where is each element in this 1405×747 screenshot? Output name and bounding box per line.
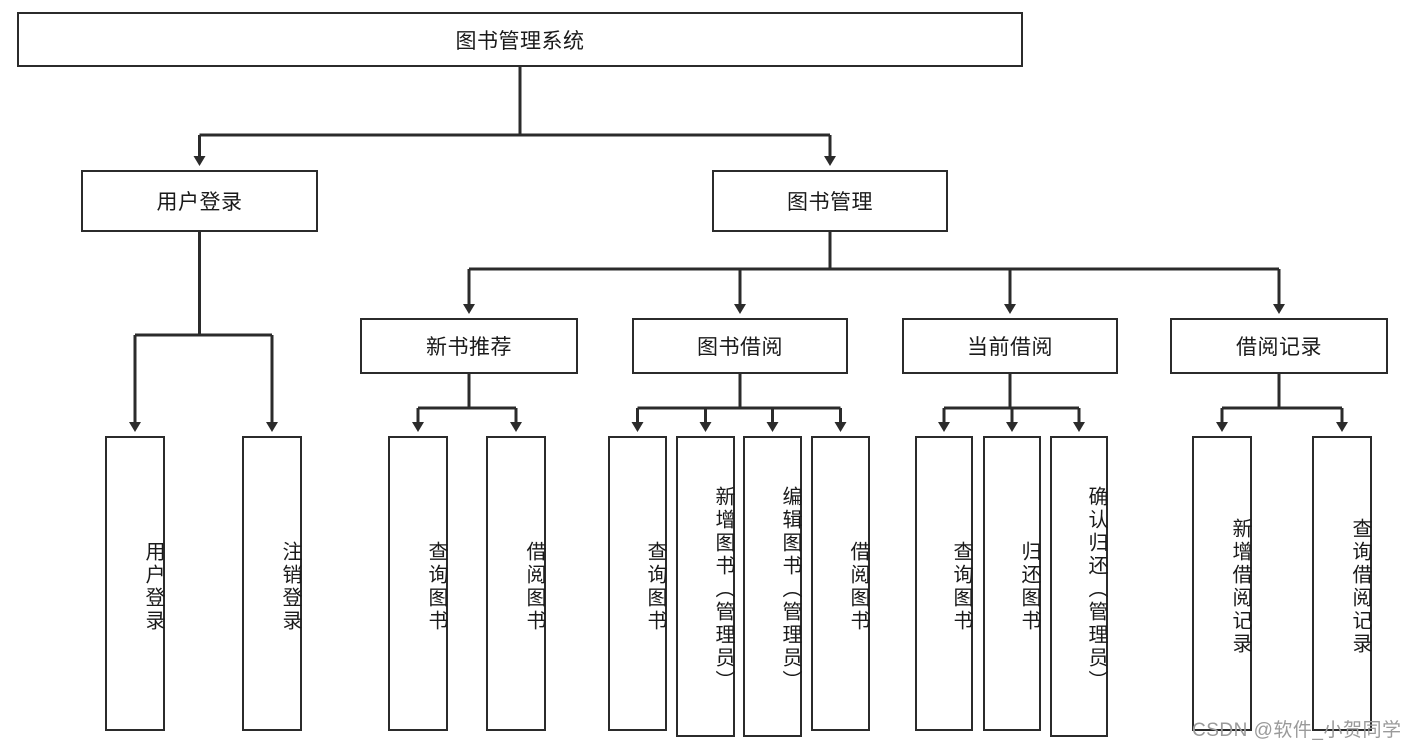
node-label-root: 图书管理系统 <box>455 29 585 53</box>
node-label-leaf-logout: 注销登录 <box>279 540 301 633</box>
csdn-watermark: CSDN @软件_小贺同学 <box>1192 720 1402 741</box>
node-leaf-query-book-cur[interactable]: 查询图书 <box>915 436 973 731</box>
node-leaf-logout[interactable]: 注销登录 <box>242 436 302 731</box>
node-label-leaf-borrow-book-rec: 借阅图书 <box>523 540 545 633</box>
node-label-leaf-add-record: 新增借阅记录 <box>1229 517 1251 656</box>
node-label-leaf-add-book: 新增图书（管理员） <box>712 486 734 693</box>
node-label-leaf-query-book-rec: 查询图书 <box>425 540 447 633</box>
node-leaf-user-login[interactable]: 用户登录 <box>105 436 165 731</box>
node-leaf-borrow-book[interactable]: 借阅图书 <box>811 436 870 731</box>
node-label-borrow-record: 借阅记录 <box>1236 336 1322 359</box>
node-label-leaf-query-record: 查询借阅记录 <box>1349 517 1371 656</box>
node-label-leaf-edit-book: 编辑图书（管理员） <box>779 486 801 693</box>
node-label-user-login: 用户登录 <box>156 191 243 214</box>
node-root[interactable]: 图书管理系统 <box>17 12 1023 67</box>
node-label-book-borrow: 图书借阅 <box>697 336 783 359</box>
node-new-book-recommend[interactable]: 新书推荐 <box>360 318 578 374</box>
node-label-leaf-borrow-book: 借阅图书 <box>847 540 869 633</box>
node-leaf-query-record[interactable]: 查询借阅记录 <box>1312 436 1372 731</box>
node-book-manage[interactable]: 图书管理 <box>712 170 948 232</box>
node-label-leaf-user-login: 用户登录 <box>142 540 164 633</box>
node-borrow-record[interactable]: 借阅记录 <box>1170 318 1388 374</box>
node-label-leaf-confirm-return: 确认归还（管理员） <box>1085 486 1107 693</box>
node-label-book-manage: 图书管理 <box>787 191 873 214</box>
node-leaf-query-book-borrow[interactable]: 查询图书 <box>608 436 667 731</box>
node-leaf-add-record[interactable]: 新增借阅记录 <box>1192 436 1252 731</box>
node-leaf-add-book[interactable]: 新增图书（管理员） <box>676 436 735 737</box>
node-label-leaf-query-book-borrow: 查询图书 <box>644 540 666 633</box>
node-leaf-query-book-rec[interactable]: 查询图书 <box>388 436 448 731</box>
node-leaf-borrow-book-rec[interactable]: 借阅图书 <box>486 436 546 731</box>
node-current-borrow[interactable]: 当前借阅 <box>902 318 1118 374</box>
node-label-leaf-query-book-cur: 查询图书 <box>950 540 972 633</box>
node-label-leaf-return-book: 归还图书 <box>1018 540 1040 633</box>
node-leaf-return-book[interactable]: 归还图书 <box>983 436 1041 731</box>
node-leaf-edit-book[interactable]: 编辑图书（管理员） <box>743 436 802 737</box>
node-label-current-borrow: 当前借阅 <box>967 336 1053 359</box>
node-user-login[interactable]: 用户登录 <box>81 170 318 232</box>
node-label-new-book-recommend: 新书推荐 <box>426 336 512 359</box>
node-leaf-confirm-return[interactable]: 确认归还（管理员） <box>1050 436 1108 737</box>
node-book-borrow[interactable]: 图书借阅 <box>632 318 848 374</box>
